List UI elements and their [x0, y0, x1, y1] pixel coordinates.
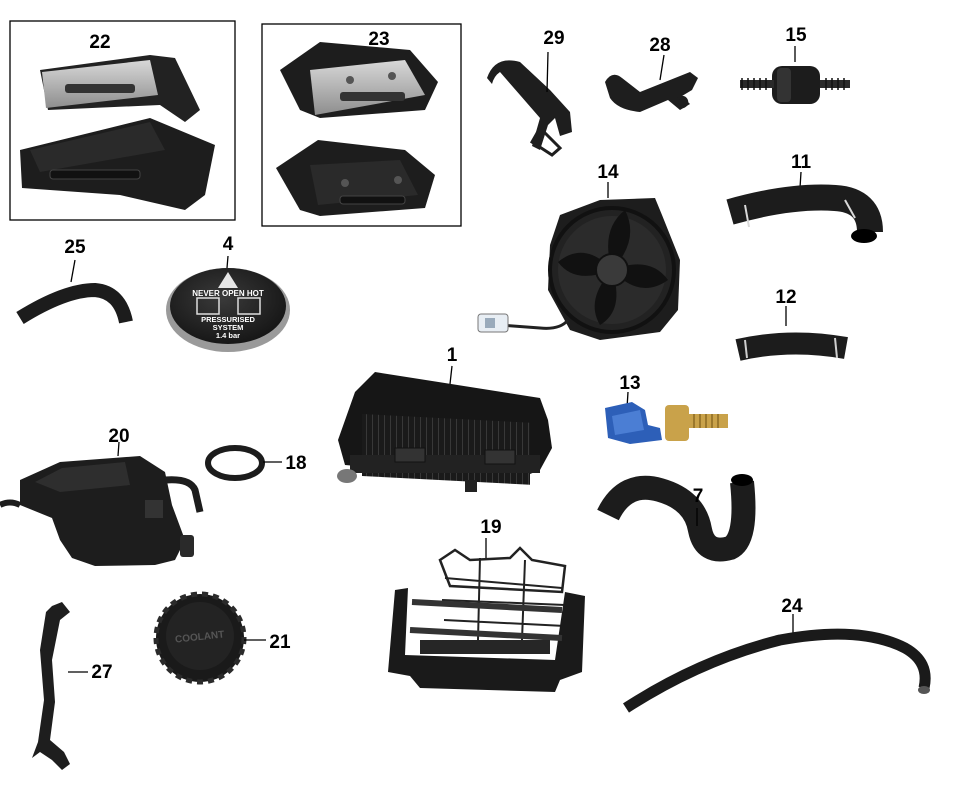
label-29: 29	[543, 28, 564, 49]
part-25-hose	[16, 259, 133, 324]
part-7-hose	[597, 474, 756, 562]
cap-system-text: SYSTEM	[213, 323, 244, 332]
part-20-expansion-tank	[0, 441, 204, 566]
part-19-radiator-guard	[388, 538, 585, 692]
label-20: 20	[108, 426, 129, 447]
label-13: 13	[619, 373, 640, 394]
part-13-temperature-sensor	[605, 391, 728, 444]
part-23-shroud-set	[261, 23, 462, 227]
label-12: 12	[775, 287, 796, 308]
label-7: 7	[693, 486, 704, 507]
cap-pressurised-text: PRESSURISED	[201, 315, 255, 324]
label-28: 28	[649, 35, 670, 56]
label-21: 21	[269, 632, 291, 653]
part-28-bracket	[605, 54, 698, 112]
label-18: 18	[285, 453, 306, 474]
label-1: 1	[447, 345, 458, 366]
part-22-shroud-set	[9, 20, 236, 221]
label-22: 22	[89, 32, 110, 53]
label-25: 25	[64, 237, 86, 258]
part-14-cooling-fan	[477, 182, 680, 340]
label-19: 19	[480, 517, 501, 538]
part-1-radiator	[337, 365, 552, 492]
label-24: 24	[781, 596, 803, 617]
label-15: 15	[785, 25, 807, 46]
part-21-tank-cap: COOLANT	[153, 591, 266, 685]
part-24-hose	[623, 614, 931, 713]
label-4: 4	[223, 234, 234, 255]
part-11-hose	[726, 171, 883, 243]
cap-warning-text: NEVER OPEN HOT	[192, 289, 264, 298]
part-4-radiator-cap: NEVER OPEN HOT PRESSURISED SYSTEM 1.4 ba…	[166, 255, 290, 352]
tank-cap-coolant-text: COOLANT	[175, 629, 225, 645]
label-11: 11	[791, 152, 812, 173]
label-27: 27	[91, 662, 112, 683]
label-14: 14	[597, 162, 619, 183]
label-23: 23	[368, 29, 389, 50]
part-29-bracket	[487, 51, 572, 157]
part-15-rubber-mount	[740, 46, 850, 104]
cap-pressure-text: 1.4 bar	[216, 331, 240, 340]
part-27-bracket	[32, 602, 88, 770]
part-12-hose	[735, 306, 848, 361]
part-18-gasket	[205, 445, 282, 481]
